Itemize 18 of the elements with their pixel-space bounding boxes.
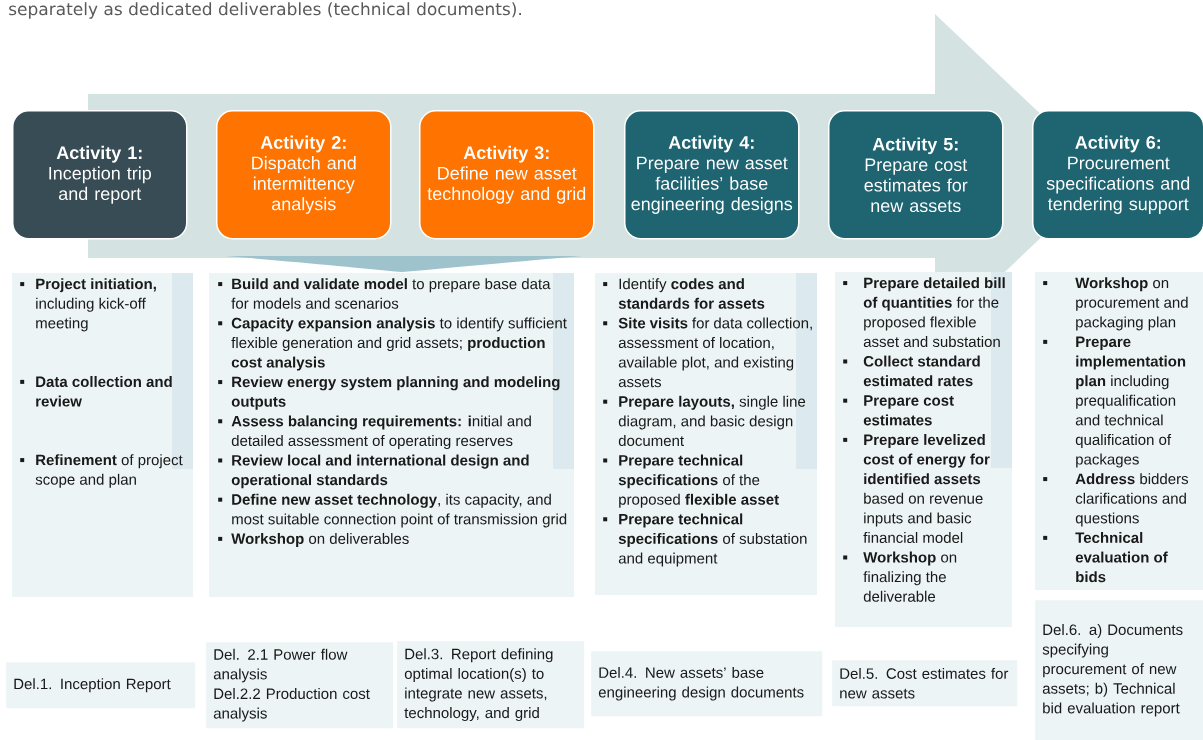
deliverable-box: Del. 2.1 Power flow analysis Del.2.2 Production cost analysis bbox=[206, 642, 394, 729]
activity-box: Activity 3: Define new asset technology and grid bbox=[419, 110, 595, 240]
activity-panel: Identify codes and standards for assets Site visits for data collection, assessment of location, available plot, and existing assets Prepare layouts, single line diagram, and basic design document Prepare technical specifications of the proposed flexible asset Prepare technical specifications of substation and equipment bbox=[595, 273, 817, 595]
activity-box: Activity 2: Dispatch and intermittency analysis bbox=[216, 110, 392, 240]
activity-box: Activity 5: Prepare cost estimates for new assets bbox=[828, 110, 1004, 240]
deliverable-box: Del.1. Inception Report bbox=[6, 662, 196, 709]
activity-panel: Build and validate model to prepare base data for models and scenarios Capacity expansion analysis to identify sufficient flexible generation and grid assets; production cost analysis Review energy system planning and modeling outputs Assess balancing requirements: initial and detailed assessment of operating reserves Review local and international design and operational standards Define new asset technology, its capacity, and most suitable connection point of transmission grid Workshop on deliverables bbox=[209, 273, 574, 597]
activity-box: Activity 6: Procurement specifications and tendering support bbox=[1032, 110, 1203, 240]
deliverable-box: Del.5. Cost estimates for new assets bbox=[832, 660, 1018, 707]
activity-panel: Prepare detailed bill of quantities for the proposed flexible asset and substation Collect standard estimated rates Prepare cost estimates Prepare levelized cost of energy for identified assets based on revenue inputs and basic financial model Workshop on finalizing the deliverable bbox=[835, 272, 1012, 627]
deliverable-box: Del.6. a) Documents specifying procurement of new assets; b) Technical bid evaluation report bbox=[1035, 600, 1203, 740]
activity-panel: Project initiation, including kick-off meeting Data collection and review Refinement of project scope and plan bbox=[12, 273, 193, 597]
deliverable-box: Del.3. Report defining optimal location(s) to integrate new assets, technology, and grid bbox=[397, 641, 585, 729]
deliverable-box: Del.4. New assets’ base engineering design documents bbox=[591, 651, 823, 717]
intro-text: separately as dedicated deliverables (technical documents). bbox=[9, 2, 521, 19]
activity-panel: Workshop on procurement and packaging plan Prepare implementation plan including prequalification and technical qualification of packages Address bidders clarifications and questions Technical evaluation of bids bbox=[1035, 272, 1203, 590]
activity-box: Activity 4: Prepare new asset facilities’ base engineering designs bbox=[624, 110, 800, 240]
activity-box: Activity 1: Inception trip and report bbox=[12, 110, 188, 240]
